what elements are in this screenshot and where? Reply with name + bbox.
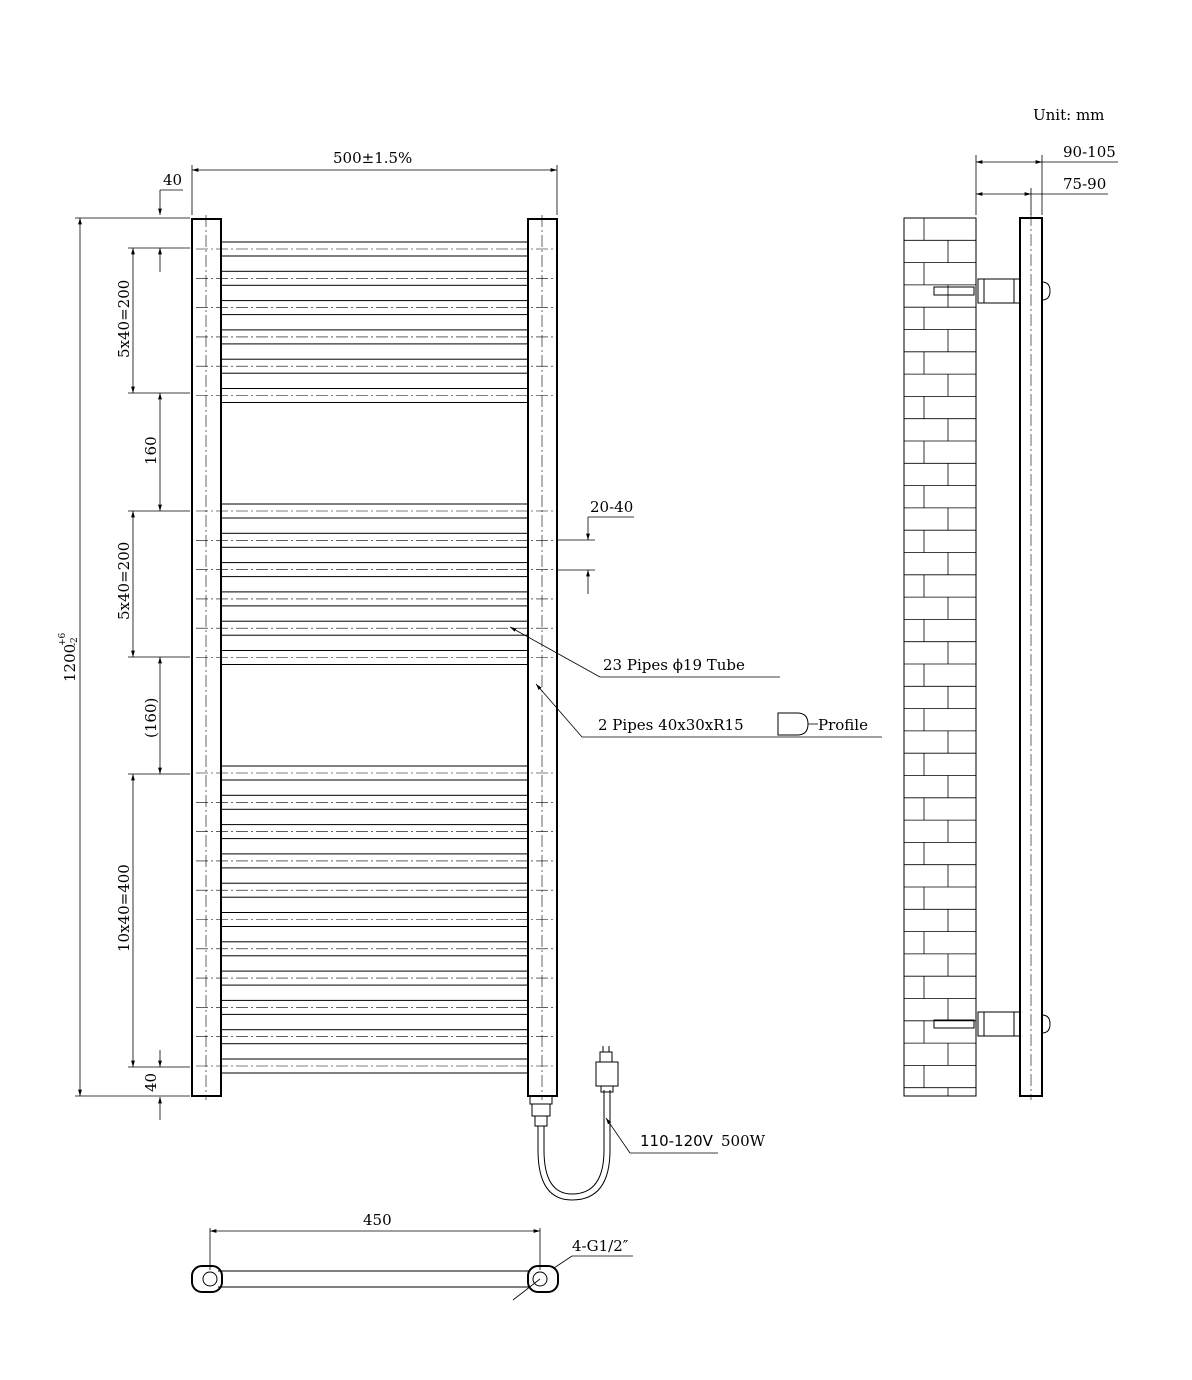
side-outer-label: 90-105 [1063, 143, 1116, 161]
section-1-label: 5x40=200 [115, 280, 133, 358]
width-label: 500±1.5% [333, 149, 412, 167]
side-outer-dimension: 90-105 [975, 143, 1118, 215]
profile-icon [777, 712, 809, 736]
connection-label: 4-G1/2″ [572, 1237, 629, 1255]
height-label: 1200 [61, 644, 79, 682]
front-view [191, 215, 558, 1100]
right-connector [527, 1265, 559, 1293]
pipes-label: 23 Pipes ϕ19 Tube [603, 656, 745, 674]
profile-label: Profile [818, 716, 868, 734]
power-cable [537, 1090, 611, 1201]
gap-1-label: 160 [142, 436, 160, 465]
brick-wall [903, 217, 977, 1097]
pipes-leader: 23 Pipes ϕ19 Tube [509, 626, 780, 678]
bottom-span-label: 450 [363, 1211, 392, 1229]
side-inner-label: 75-90 [1063, 175, 1106, 193]
gap-2-label: (160) [142, 698, 160, 738]
top-bracket [933, 278, 1051, 304]
height-dimension: 1200 +6 -2 [58, 217, 190, 1097]
height-tolerance-lower: -2 [70, 637, 80, 646]
rails-leader: 2 Pipes 40x30xR15 Profile [535, 683, 882, 738]
section-3-label: 10x40=400 [115, 864, 133, 952]
height-tolerance-upper: +6 [58, 632, 68, 646]
bottom-view: 450 4-G1/2″ [191, 1211, 633, 1301]
bottom-bracket [933, 1011, 1051, 1037]
section-2-label: 5x40=200 [115, 542, 133, 620]
top-gap-label: 40 [163, 171, 182, 189]
rails-label: 2 Pipes 40x30xR15 [598, 716, 744, 734]
electric-heating-element: 110-120V 500W [529, 1046, 766, 1201]
bar-offset-label: 20-40 [590, 498, 633, 516]
power-voltage-label: 110-120V [640, 1132, 714, 1150]
wall-outline [903, 217, 977, 1097]
plug-icon [595, 1046, 619, 1093]
bottom-gap-label: 40 [142, 1073, 160, 1092]
power-watt-label: 500W [721, 1132, 766, 1150]
width-dimension: 500±1.5% [191, 149, 558, 215]
bar-offset-dimension: 20-40 [557, 498, 634, 594]
unit-label: Unit: mm [1033, 106, 1104, 124]
top-gap-dimension: 40 [158, 171, 183, 272]
horizontal-tubes [196, 241, 553, 1074]
left-connector [191, 1265, 223, 1293]
side-inner-dimension: 75-90 [976, 175, 1108, 215]
side-view [903, 214, 1051, 1100]
left-chain-dimensions: 5x40=200 160 5x40=200 (160) 10x40=400 40 [115, 247, 190, 1120]
